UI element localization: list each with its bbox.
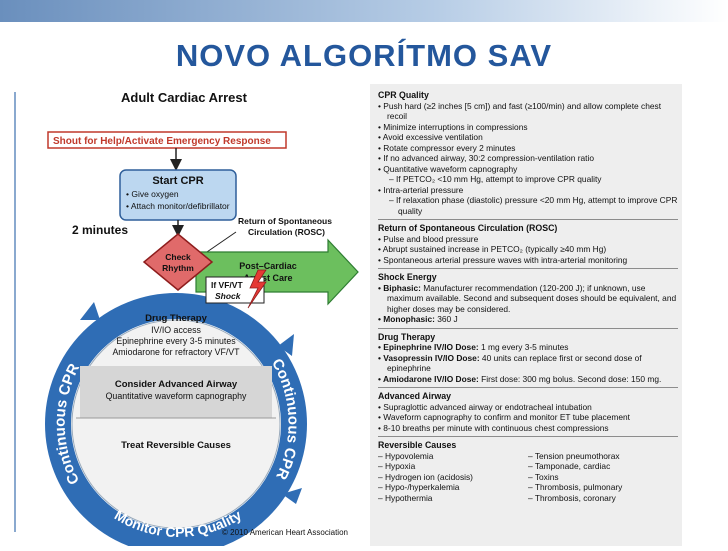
ring-arrow-top-left xyxy=(80,302,100,320)
rosc-label: Circulation (ROSC) xyxy=(248,227,325,237)
algorithm-svg: Adult Cardiac Arrest Shout for Help/Acti… xyxy=(45,90,359,551)
reversible-cause: – Tension pneumothorax xyxy=(528,450,620,461)
shout-label: Shout for Help/Activate Emergency Respon… xyxy=(53,136,271,147)
reference-item: • Epinephrine IV/IO Dose: 1 mg every 3-5… xyxy=(378,342,569,352)
drug-therapy-line: Amiodarone for refractory VF/VT xyxy=(112,347,240,357)
reference-item: • 8-10 breaths per minute with continuou… xyxy=(378,422,609,433)
reversible-cause: – Tamponade, cardiac xyxy=(528,461,611,471)
reference-item: • Push hard (≥2 inches [5 cm]) and fast … xyxy=(378,100,662,122)
reference-panel: CPR Quality• Push hard (≥2 inches [5 cm]… xyxy=(370,84,682,546)
drug-therapy-title: Drug Therapy xyxy=(145,313,207,324)
airway-band xyxy=(80,366,272,418)
airway-line: Quantitative waveform capnography xyxy=(106,391,247,401)
shout-box xyxy=(47,131,287,149)
section-title-drug: Drug Therapy xyxy=(378,331,436,342)
reversible-causes-columns: – Hypovolemia– Hypoxia– Hydrogen ion (ac… xyxy=(378,451,678,504)
section-title-cpr-quality: CPR Quality xyxy=(378,90,429,100)
check-rhythm-diamond xyxy=(142,233,214,291)
reversible-column-right: – Tension pneumothorax– Tamponade, cardi… xyxy=(528,451,678,504)
reference-item: • Intra-arterial pressure xyxy=(378,184,464,195)
reference-item: – If PETCO₂ <10 mm Hg, attempt to improv… xyxy=(389,174,602,184)
start-cpr-title: Start CPR xyxy=(152,175,203,187)
reference-text: CPR Quality• Push hard (≥2 inches [5 cm]… xyxy=(378,87,678,503)
check-rhythm-label: Rhythm xyxy=(162,263,194,273)
start-cpr-item: • Attach monitor/defibrillator xyxy=(126,201,230,211)
reference-item: • Abrupt sustained increase in PETCO₂ (t… xyxy=(378,244,607,254)
reversible-cause: – Toxins xyxy=(528,471,559,482)
reference-item: • If no advanced airway, 30:2 compressio… xyxy=(378,153,594,163)
reversible-cause: – Thrombosis, coronary xyxy=(528,492,616,503)
reference-item: • Spontaneous arterial pressure waves wi… xyxy=(378,254,628,265)
rosc-label: Return of Spontaneous xyxy=(238,216,332,226)
reference-item: • Quantitative waveform capnography xyxy=(378,163,518,174)
section-title-shock: Shock Energy xyxy=(378,272,437,282)
drug-therapy-line: IV/IO access xyxy=(151,325,201,335)
diagram-title: Adult Cardiac Arrest xyxy=(121,90,248,105)
reference-item: • Rotate compressor every 2 minutes xyxy=(378,142,516,153)
decorative-line xyxy=(14,92,16,532)
reference-item: • Minimize interruptions in compressions xyxy=(378,121,528,132)
shock-label: Shock xyxy=(215,291,242,301)
check-rhythm-label: Check xyxy=(165,252,191,262)
rosc-leader xyxy=(203,231,237,255)
ring-arrow-right xyxy=(278,334,294,356)
ring-arrow-left xyxy=(54,436,70,456)
reversible-cause: – Hypovolemia xyxy=(378,450,434,461)
lightning-icon xyxy=(247,269,267,309)
drug-therapy-line: Epinephrine every 3-5 minutes xyxy=(116,336,236,346)
start-cpr-item: • Give oxygen xyxy=(126,189,179,199)
post-cardiac-label: Arrest Care xyxy=(243,273,292,283)
reversible-cause: – Hypo-/hyperkalemia xyxy=(378,482,460,492)
airway-title: Consider Advanced Airway xyxy=(115,379,238,390)
slide-title: NOVO ALGORÍTMO SAV xyxy=(175,38,553,73)
section-title-reversible: Reversible Causes xyxy=(378,440,457,450)
ring-arrow-bottom-right xyxy=(282,488,302,504)
algorithm-diagram: Adult Cardiac Arrest Shout for Help/Acti… xyxy=(36,84,366,551)
reference-item: – If relaxation phase (diastolic) pressu… xyxy=(389,195,678,216)
reversible-cause: – Hypothermia xyxy=(378,492,433,503)
two-minutes-label: 2 minutes xyxy=(72,223,128,237)
reference-item: • Waveform capnography to confirm and mo… xyxy=(378,412,630,422)
reference-item: • Avoid excessive ventilation xyxy=(378,132,483,142)
reference-item: • Amiodarone IV/IO Dose: First dose: 300… xyxy=(378,373,662,384)
reference-item: • Biphasic: Manufacturer recommendation … xyxy=(378,282,677,314)
reversible-causes-label: Treat Reversible Causes xyxy=(121,440,231,451)
vfvt-label: If VF/VT xyxy=(211,280,243,290)
reference-item: • Pulse and blood pressure xyxy=(378,233,479,244)
reversible-cause: – Hydrogen ion (acidosis) xyxy=(378,471,473,482)
reference-item: • Supraglottic advanced airway or endotr… xyxy=(378,401,592,412)
post-cardiac-label: Post–Cardiac xyxy=(239,261,297,271)
title-banner xyxy=(0,0,728,22)
reversible-cause: – Hypoxia xyxy=(378,461,416,471)
section-title-airway: Advanced Airway xyxy=(378,391,452,401)
copyright-text: © 2010 American Heart Association xyxy=(222,528,348,537)
reference-item: • Monophasic: 360 J xyxy=(378,314,458,324)
reversible-column-left: – Hypovolemia– Hypoxia– Hydrogen ion (ac… xyxy=(378,451,528,504)
reference-item: • Vasopressin IV/IO Dose: 40 units can r… xyxy=(378,352,642,374)
section-title-rosc: Return of Spontaneous Circulation (ROSC) xyxy=(378,223,558,233)
reversible-cause: – Thrombosis, pulmonary xyxy=(528,482,623,492)
cpr-ring xyxy=(45,293,307,551)
